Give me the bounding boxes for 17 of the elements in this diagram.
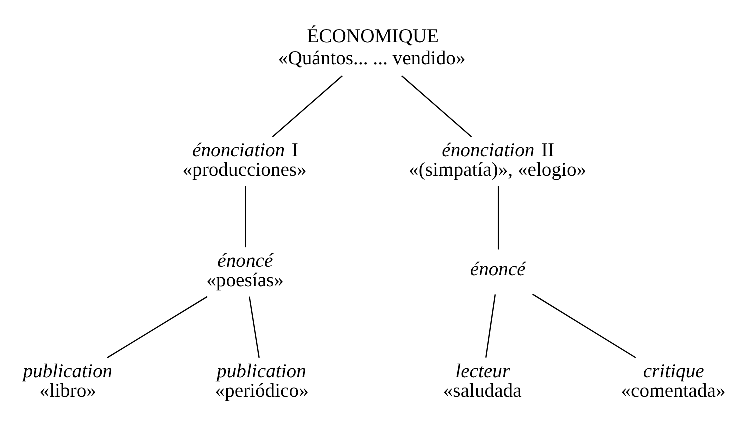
node-text: énoncé (470, 259, 526, 280)
connector (245, 186, 246, 248)
connector (107, 296, 208, 358)
node-text: ÉCONOMIQUE «Quántos... ... vendido» (278, 26, 466, 70)
node-text: énonciation II «(simpatía)», «elogio» (409, 140, 587, 181)
connector (498, 186, 500, 250)
node-text: énoncé «poesías» (206, 250, 284, 292)
connector (486, 294, 496, 358)
node-text: publication «libro» (23, 360, 113, 402)
connector (272, 75, 344, 138)
node-text: publication «periódico» (215, 360, 309, 402)
connector (401, 75, 472, 138)
connector (249, 296, 260, 358)
node-text: énonciation I «producciones» (182, 140, 307, 181)
connector (532, 293, 636, 358)
node-text: critique «comentada» (621, 360, 726, 402)
node-text: lecteur «saludada (443, 360, 522, 402)
